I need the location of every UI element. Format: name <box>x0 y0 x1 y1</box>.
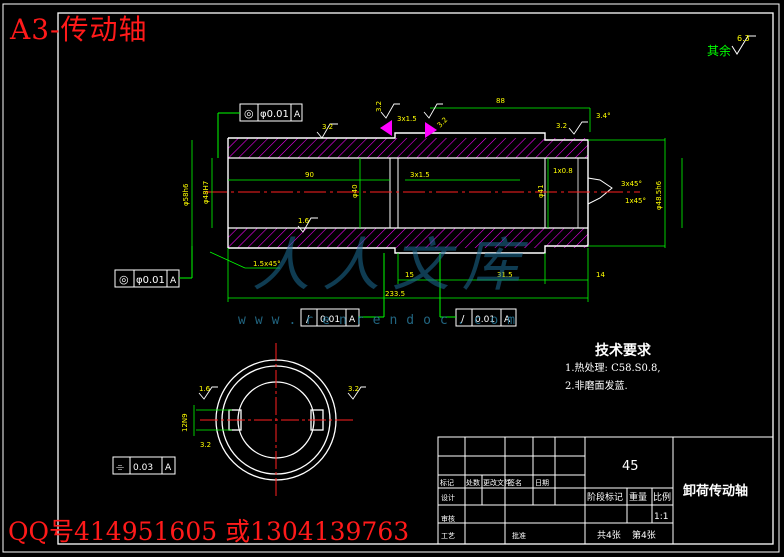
tolerance-frame-runout-1: / 0.01 A <box>300 253 385 327</box>
svg-text:31.5: 31.5 <box>497 271 513 279</box>
svg-text:◎: ◎ <box>119 273 129 286</box>
svg-text:审核: 审核 <box>441 514 455 523</box>
tolerance-frame-runout-2: / 0.01 A <box>439 253 517 327</box>
svg-text:1.6: 1.6 <box>298 217 310 225</box>
svg-text:设计: 设计 <box>441 493 455 502</box>
svg-text:90: 90 <box>305 171 314 179</box>
svg-text:φ40: φ40 <box>351 184 359 198</box>
svg-text:A: A <box>294 110 301 120</box>
svg-text:0.01: 0.01 <box>475 315 495 325</box>
svg-text:3.2: 3.2 <box>200 441 211 449</box>
tolerance-frame-coaxiality-left: ◎ φ0.01 A <box>114 246 193 288</box>
svg-text:A: A <box>165 463 172 473</box>
svg-text:技术要求: 技术要求 <box>595 342 652 359</box>
svg-text:工艺: 工艺 <box>441 532 455 540</box>
upper-wall-hatch <box>228 138 588 158</box>
svg-text:3x1.5: 3x1.5 <box>397 115 417 123</box>
svg-text:3x1.5: 3x1.5 <box>410 171 430 179</box>
svg-text:3.2: 3.2 <box>436 116 450 130</box>
svg-text:更改文件: 更改文件 <box>483 478 511 487</box>
dimension-texts: 88 90 3x1.5 3x1.5 1x0.8 3x45° 1x45° 1.5x… <box>181 97 663 432</box>
svg-text:重量: 重量 <box>629 491 647 503</box>
svg-text:3x45°: 3x45° <box>621 180 642 188</box>
tolerance-frame-symmetry: ⌯ 0.03 A <box>112 456 176 475</box>
svg-text:1x45°: 1x45° <box>625 197 646 205</box>
svg-text:A: A <box>170 276 177 286</box>
general-roughness: 其余 6.3 <box>707 34 756 58</box>
svg-text:1.热处理: C58.S0.8,: 1.热处理: C58.S0.8, <box>565 361 661 374</box>
svg-text:15: 15 <box>405 271 414 279</box>
svg-text:1.5x45°: 1.5x45° <box>253 260 281 268</box>
svg-text:φ41: φ41 <box>537 184 545 198</box>
inner-border <box>57 12 774 545</box>
outer-border <box>2 3 780 553</box>
svg-text:3.2: 3.2 <box>375 101 383 112</box>
svg-text:批准: 批准 <box>512 531 526 540</box>
svg-text:1:1: 1:1 <box>654 512 668 522</box>
svg-text:φ48.5h6: φ48.5h6 <box>655 180 663 210</box>
svg-text:φ0.01: φ0.01 <box>136 275 165 286</box>
svg-text:比例: 比例 <box>653 491 671 503</box>
roughness-triangles <box>380 120 437 138</box>
svg-text:3.2: 3.2 <box>556 122 567 130</box>
svg-text:φ48H7: φ48H7 <box>202 181 210 204</box>
svg-text:1x0.8: 1x0.8 <box>553 167 573 175</box>
svg-text:处数: 处数 <box>466 478 480 487</box>
svg-text:◎: ◎ <box>244 107 254 120</box>
svg-text:⌯: ⌯ <box>116 462 124 473</box>
svg-text:3.2: 3.2 <box>348 385 359 393</box>
svg-text:A: A <box>504 315 511 325</box>
svg-text:φ58h6: φ58h6 <box>182 183 190 206</box>
tolerance-frame-coaxiality-top: ◎ φ0.01 A <box>217 103 303 158</box>
svg-text:3.4°: 3.4° <box>596 112 611 120</box>
watermark-logo: 人人文库 <box>252 231 533 299</box>
svg-text:3.2: 3.2 <box>322 123 333 131</box>
svg-text:φ0.01: φ0.01 <box>260 109 289 120</box>
title-block <box>437 436 774 545</box>
svg-text:12N9: 12N9 <box>181 413 189 432</box>
dimension-lines <box>191 107 683 302</box>
svg-text:/: / <box>306 314 310 325</box>
svg-text:第4张: 第4张 <box>632 529 656 541</box>
svg-text:签名: 签名 <box>508 478 522 487</box>
svg-text:88: 88 <box>496 97 505 105</box>
cross-section-dims <box>193 405 232 436</box>
svg-text:6.3: 6.3 <box>737 34 750 43</box>
svg-text:共4张: 共4张 <box>597 530 621 541</box>
local-roughness-symbols <box>198 103 588 400</box>
svg-text:卸荷传动轴: 卸荷传动轴 <box>683 483 748 499</box>
svg-text:日期: 日期 <box>535 479 549 487</box>
svg-text:阶段标记: 阶段标记 <box>587 491 623 503</box>
watermark-url: www.renrendoc.com <box>238 313 525 328</box>
shaft-section-view <box>205 132 640 254</box>
technical-requirements: 技术要求 1.热处理: C58.S0.8, 2.非磨面发蓝. <box>565 342 661 392</box>
svg-text:/: / <box>461 314 465 325</box>
svg-text:14: 14 <box>596 271 605 279</box>
svg-text:2.非磨面发蓝.: 2.非磨面发蓝. <box>565 379 628 392</box>
drawing-title: A3-传动轴 <box>10 13 148 46</box>
svg-text:标记: 标记 <box>440 478 454 487</box>
title-block-text: 45 卸荷传动轴 1:1 标记 处数 更改文件 签名 日期 设计 审核 工艺 批… <box>440 459 748 541</box>
contact-text: QQ号414951605 或1304139763 <box>8 517 410 546</box>
svg-text:1.6: 1.6 <box>199 385 211 393</box>
svg-text:0.03: 0.03 <box>133 463 153 473</box>
lower-wall-hatch <box>228 228 588 248</box>
svg-text:其余: 其余 <box>707 43 731 58</box>
svg-text:A: A <box>349 315 356 325</box>
svg-text:233.5: 233.5 <box>385 290 405 298</box>
svg-text:0.01: 0.01 <box>320 315 340 325</box>
svg-text:45: 45 <box>622 459 639 474</box>
